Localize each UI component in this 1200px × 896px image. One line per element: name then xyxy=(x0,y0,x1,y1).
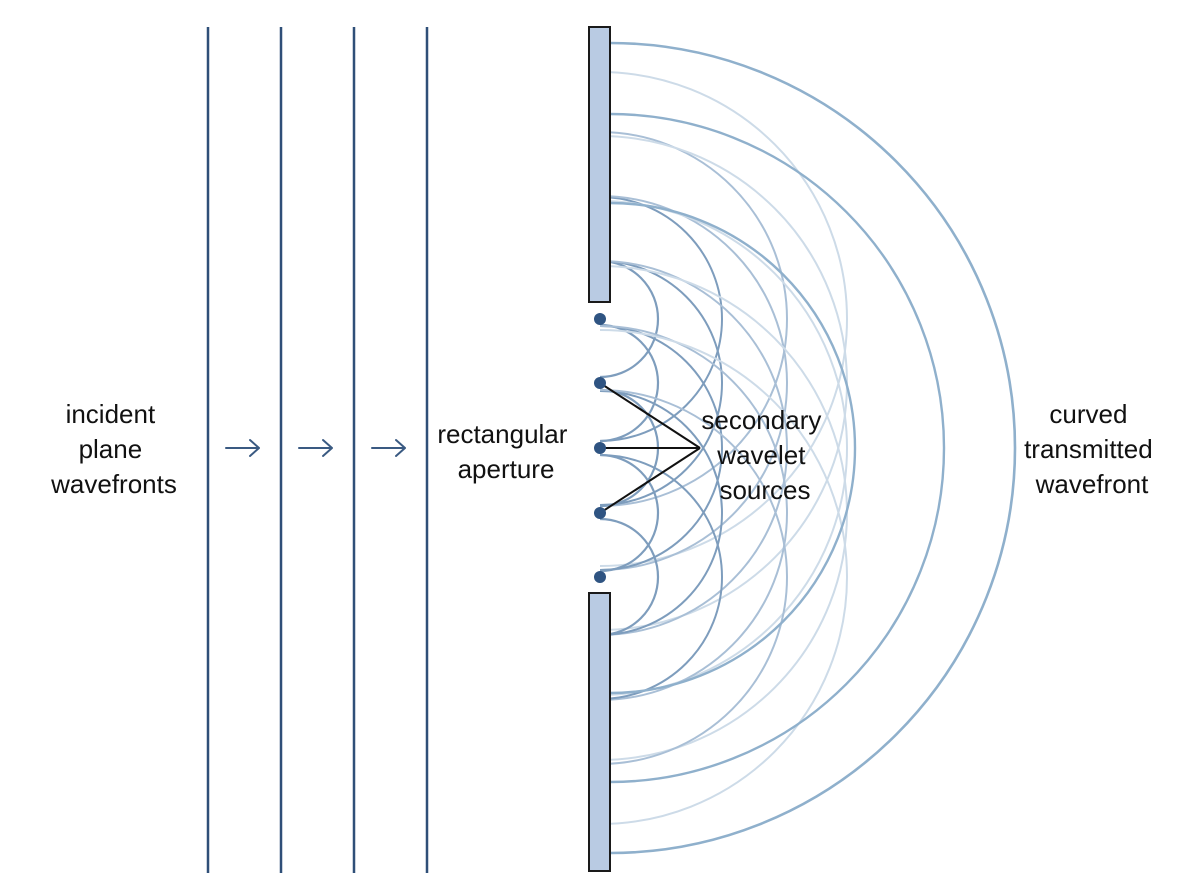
label-incident-line-3: wavefronts xyxy=(50,469,177,499)
pointer-line-1 xyxy=(599,382,701,449)
source-dot-4 xyxy=(594,507,606,519)
wavelet-s4-r1 xyxy=(599,453,660,573)
label-transmitted-line-2: transmitted xyxy=(1024,434,1153,464)
label-transmitted-line-1: curved xyxy=(1049,399,1127,429)
wavelet-s2-r2 xyxy=(599,260,723,506)
arrow-3 xyxy=(371,439,406,457)
transmitted-wavefront-2 xyxy=(609,112,946,784)
wavelet-s5-r1 xyxy=(599,517,660,637)
arrow-2 xyxy=(298,439,333,457)
label-aperture-line-1: rectangular xyxy=(437,419,567,449)
transmitted-wavefront-3 xyxy=(609,41,1017,855)
arrow-1 xyxy=(225,439,260,457)
label-incident-plane-wavefronts: incident plane wavefronts xyxy=(50,399,177,499)
label-incident-line-1: incident xyxy=(66,399,156,429)
label-sources-line-1: secondary xyxy=(701,405,821,435)
source-dot-1 xyxy=(594,313,606,325)
wavelet-s4-r2 xyxy=(599,390,723,636)
propagation-arrows xyxy=(225,439,406,457)
wavelet-s5-r2 xyxy=(599,454,723,700)
wavelet-s5-r4 xyxy=(599,329,848,825)
wavelet-s3-r4 xyxy=(599,200,848,696)
plane-wavefronts xyxy=(206,27,429,873)
label-curved-transmitted-wavefront: curved transmitted wavefront xyxy=(1024,399,1160,499)
wavelet-s1-r3 xyxy=(599,131,788,507)
label-sources-line-2: wavelet xyxy=(716,440,806,470)
label-aperture-line-2: aperture xyxy=(458,454,555,484)
barrier-top xyxy=(588,26,611,303)
transmitted-wavefront-1 xyxy=(609,201,857,695)
transmitted-wavefronts xyxy=(609,41,1017,855)
label-rectangular-aperture: rectangular aperture xyxy=(437,419,574,484)
label-secondary-wavelet-sources: secondary wavelet sources xyxy=(701,405,828,505)
wavelet-s5-r3 xyxy=(599,389,788,765)
label-incident-line-2: plane xyxy=(79,434,143,464)
wavelet-source-dots xyxy=(594,313,606,583)
source-pointer-lines xyxy=(599,382,701,514)
source-dot-2 xyxy=(594,377,606,389)
barrier-bottom xyxy=(588,592,611,872)
label-transmitted-line-3: wavefront xyxy=(1035,469,1149,499)
source-dot-3 xyxy=(594,442,606,454)
label-sources-line-3: sources xyxy=(719,475,810,505)
wavelet-s2-r1 xyxy=(599,323,660,443)
pointer-line-3 xyxy=(599,447,701,514)
wavelet-s4-r3 xyxy=(599,325,788,701)
source-dot-5 xyxy=(594,571,606,583)
